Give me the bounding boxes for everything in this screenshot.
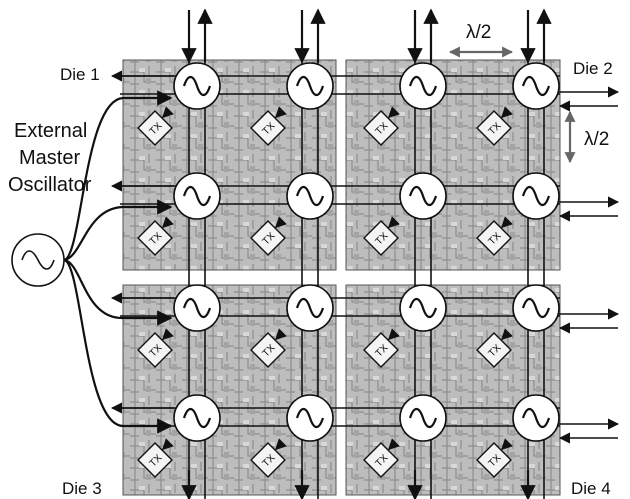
dimension-arrows: [448, 46, 576, 164]
die-2-label: Die 2: [573, 59, 613, 78]
sine-wave-icon: [295, 297, 325, 319]
oscillator-4-4: [512, 394, 560, 442]
oscillator-4-3: [399, 394, 447, 442]
tx-feed-arrow: [500, 438, 513, 451]
sine-wave-icon: [295, 407, 325, 429]
tx-block-icon: TX: [476, 328, 513, 368]
sine-wave-icon: [21, 250, 55, 270]
oscillator-1-2: [286, 62, 334, 110]
external-feed-lines: [63, 90, 173, 434]
sine-wave-icon: [182, 407, 212, 429]
tx-block-icon: TX: [250, 328, 287, 368]
tx-feed-arrow: [161, 216, 174, 229]
oscillator-2-3: [399, 172, 447, 220]
tx-feed-arrow: [274, 328, 287, 341]
sine-wave-icon: [295, 185, 325, 207]
sine-wave-icon: [521, 407, 551, 429]
oscillator-3-1: [173, 284, 221, 332]
tx-feed-arrow: [274, 216, 287, 229]
sine-wave-icon: [521, 185, 551, 207]
die-1-label: Die 1: [60, 65, 100, 84]
tx-feed-arrow: [500, 216, 513, 229]
tx-feed-arrow: [500, 106, 513, 119]
sine-wave-icon: [408, 297, 438, 319]
external-master-oscillator: [11, 233, 65, 287]
tx-block-icon: TX: [363, 216, 400, 256]
tx-block-icon: TX: [137, 106, 174, 146]
external-label-line3: Oscillator: [8, 174, 92, 196]
sine-wave-icon: [408, 407, 438, 429]
oscillator-1-1: [173, 62, 221, 110]
sine-wave-icon: [182, 185, 212, 207]
die-4-label: Die 4: [571, 479, 611, 498]
tx-block-icon: TX: [363, 106, 400, 146]
oscillator-4-1: [173, 394, 221, 442]
tx-block-icon: TX: [250, 216, 287, 256]
sine-wave-icon: [408, 185, 438, 207]
external-label-line1: External: [14, 120, 87, 142]
tx-block-icon: TX: [476, 438, 513, 478]
tx-block-icon: TX: [137, 438, 174, 478]
tx-block-icon: TX: [476, 216, 513, 256]
tx-block-icon: TX: [137, 328, 174, 368]
tx-feed-arrow: [161, 328, 174, 341]
tx-block-icon: TX: [250, 106, 287, 146]
tx-feed-arrow: [161, 106, 174, 119]
spacing-horizontal-label: λ/2: [466, 22, 491, 43]
tx-block-icon: TX: [137, 216, 174, 256]
oscillator-1-4: [512, 62, 560, 110]
oscillator-2-4: [512, 172, 560, 220]
oscillator-1-3: [399, 62, 447, 110]
sine-wave-icon: [408, 75, 438, 97]
tx-block-icon: TX: [363, 438, 400, 478]
tx-feed-arrow: [500, 328, 513, 341]
die-3-label: Die 3: [62, 479, 102, 498]
oscillator-4-2: [286, 394, 334, 442]
oscillator-2-1: [173, 172, 221, 220]
oscillator-3-3: [399, 284, 447, 332]
oscillator-2-2: [286, 172, 334, 220]
oscillator-3-4: [512, 284, 560, 332]
tx-feed-arrow: [387, 106, 400, 119]
tx-block-array: TX TX TX TX TX TX TX TX TX TX TX TX TX TX TX TX: [137, 106, 513, 478]
tx-feed-arrow: [161, 438, 174, 451]
sine-wave-icon: [182, 297, 212, 319]
sine-wave-icon: [182, 75, 212, 97]
tx-feed-arrow: [387, 328, 400, 341]
tx-feed-arrow: [387, 216, 400, 229]
sine-wave-icon: [521, 297, 551, 319]
oscillator-array: [173, 62, 560, 442]
tx-feed-arrow: [387, 438, 400, 451]
tx-feed-arrow: [274, 106, 287, 119]
tx-block-icon: TX: [250, 438, 287, 478]
sine-wave-icon: [295, 75, 325, 97]
tx-feed-arrow: [274, 438, 287, 451]
tx-block-icon: TX: [363, 328, 400, 368]
external-label-line2: Master: [19, 147, 80, 169]
spacing-vertical-label: λ/2: [584, 129, 609, 150]
tx-block-icon: TX: [476, 106, 513, 146]
sine-wave-icon: [521, 75, 551, 97]
oscillator-3-2: [286, 284, 334, 332]
